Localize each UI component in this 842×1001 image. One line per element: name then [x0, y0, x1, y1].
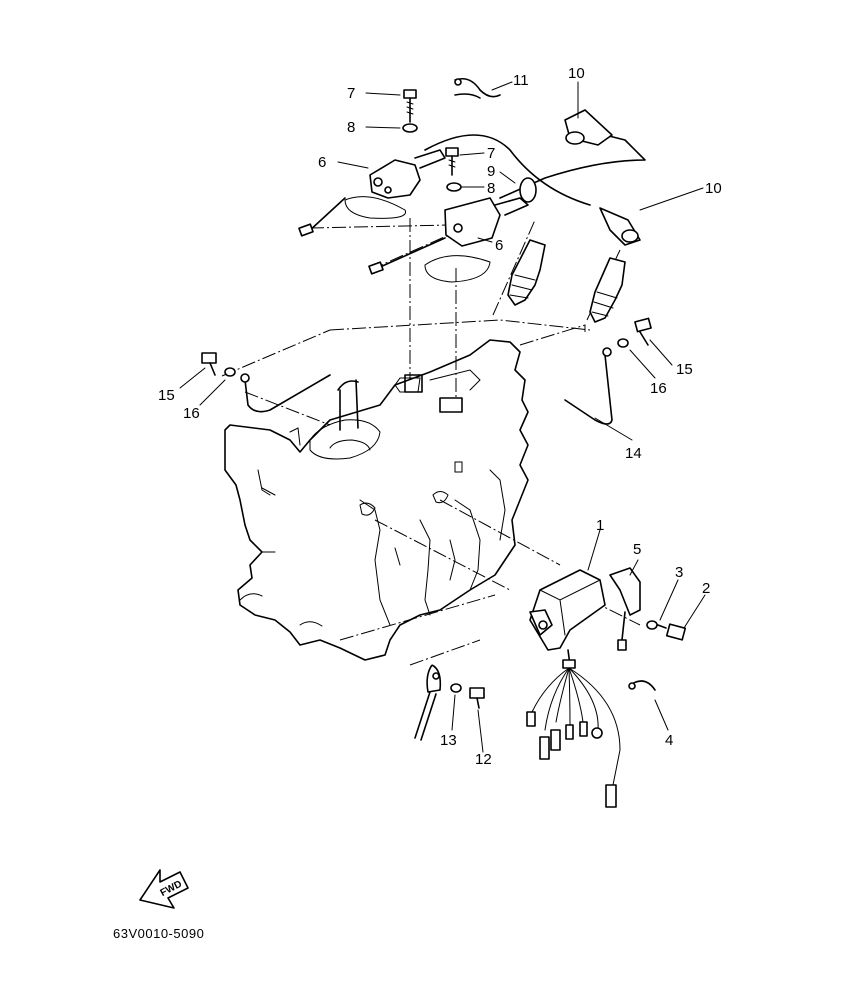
high-tension-leads [424, 109, 646, 246]
callout-16-left: 16 [183, 405, 200, 422]
engine-block [224, 339, 529, 661]
ground-lead-left [201, 352, 331, 413]
callout-7-upper: 7 [347, 85, 355, 102]
callout-14: 14 [625, 445, 642, 462]
wire-clip [454, 77, 501, 99]
cdi-unit [529, 569, 606, 669]
callout-numbers: 1 2 3 4 5 6 6 7 7 8 8 9 10 10 11 12 13 1… [158, 65, 722, 768]
callout-6-lower: 6 [495, 237, 503, 254]
ground-lead-bottom [414, 664, 485, 741]
callout-15-right: 15 [676, 361, 693, 378]
callout-2: 2 [702, 580, 710, 597]
callout-10-upper: 10 [568, 65, 585, 82]
spark-plugs [507, 239, 626, 323]
cdi-wire-harness [526, 667, 621, 808]
callout-1: 1 [596, 517, 604, 534]
callout-16-right: 16 [650, 380, 667, 397]
figure-code: 63V0010-5090 [113, 926, 205, 941]
small-clamp [628, 680, 656, 691]
callout-4: 4 [665, 732, 673, 749]
callout-8-upper: 8 [347, 119, 355, 136]
callout-11: 11 [513, 72, 529, 89]
callout-15-left: 15 [158, 387, 175, 404]
callout-6-upper: 6 [318, 154, 326, 171]
ignition-coil-lower [368, 197, 529, 283]
fwd-arrow-icon: FWD [139, 869, 189, 909]
callout-leaders [179, 81, 706, 753]
callout-3: 3 [675, 564, 683, 581]
ground-lead-right [564, 317, 652, 425]
callout-5: 5 [633, 541, 641, 558]
bolts-and-washers-top [402, 89, 462, 192]
callout-7-lower: 7 [487, 145, 495, 162]
callout-10-lower: 10 [705, 180, 722, 197]
ignition-coil-upper [298, 149, 446, 237]
callout-12: 12 [475, 751, 492, 768]
callout-13: 13 [440, 732, 457, 749]
cdi-bracket [609, 567, 687, 651]
callout-9: 9 [487, 163, 495, 180]
callout-8-lower: 8 [487, 180, 495, 197]
